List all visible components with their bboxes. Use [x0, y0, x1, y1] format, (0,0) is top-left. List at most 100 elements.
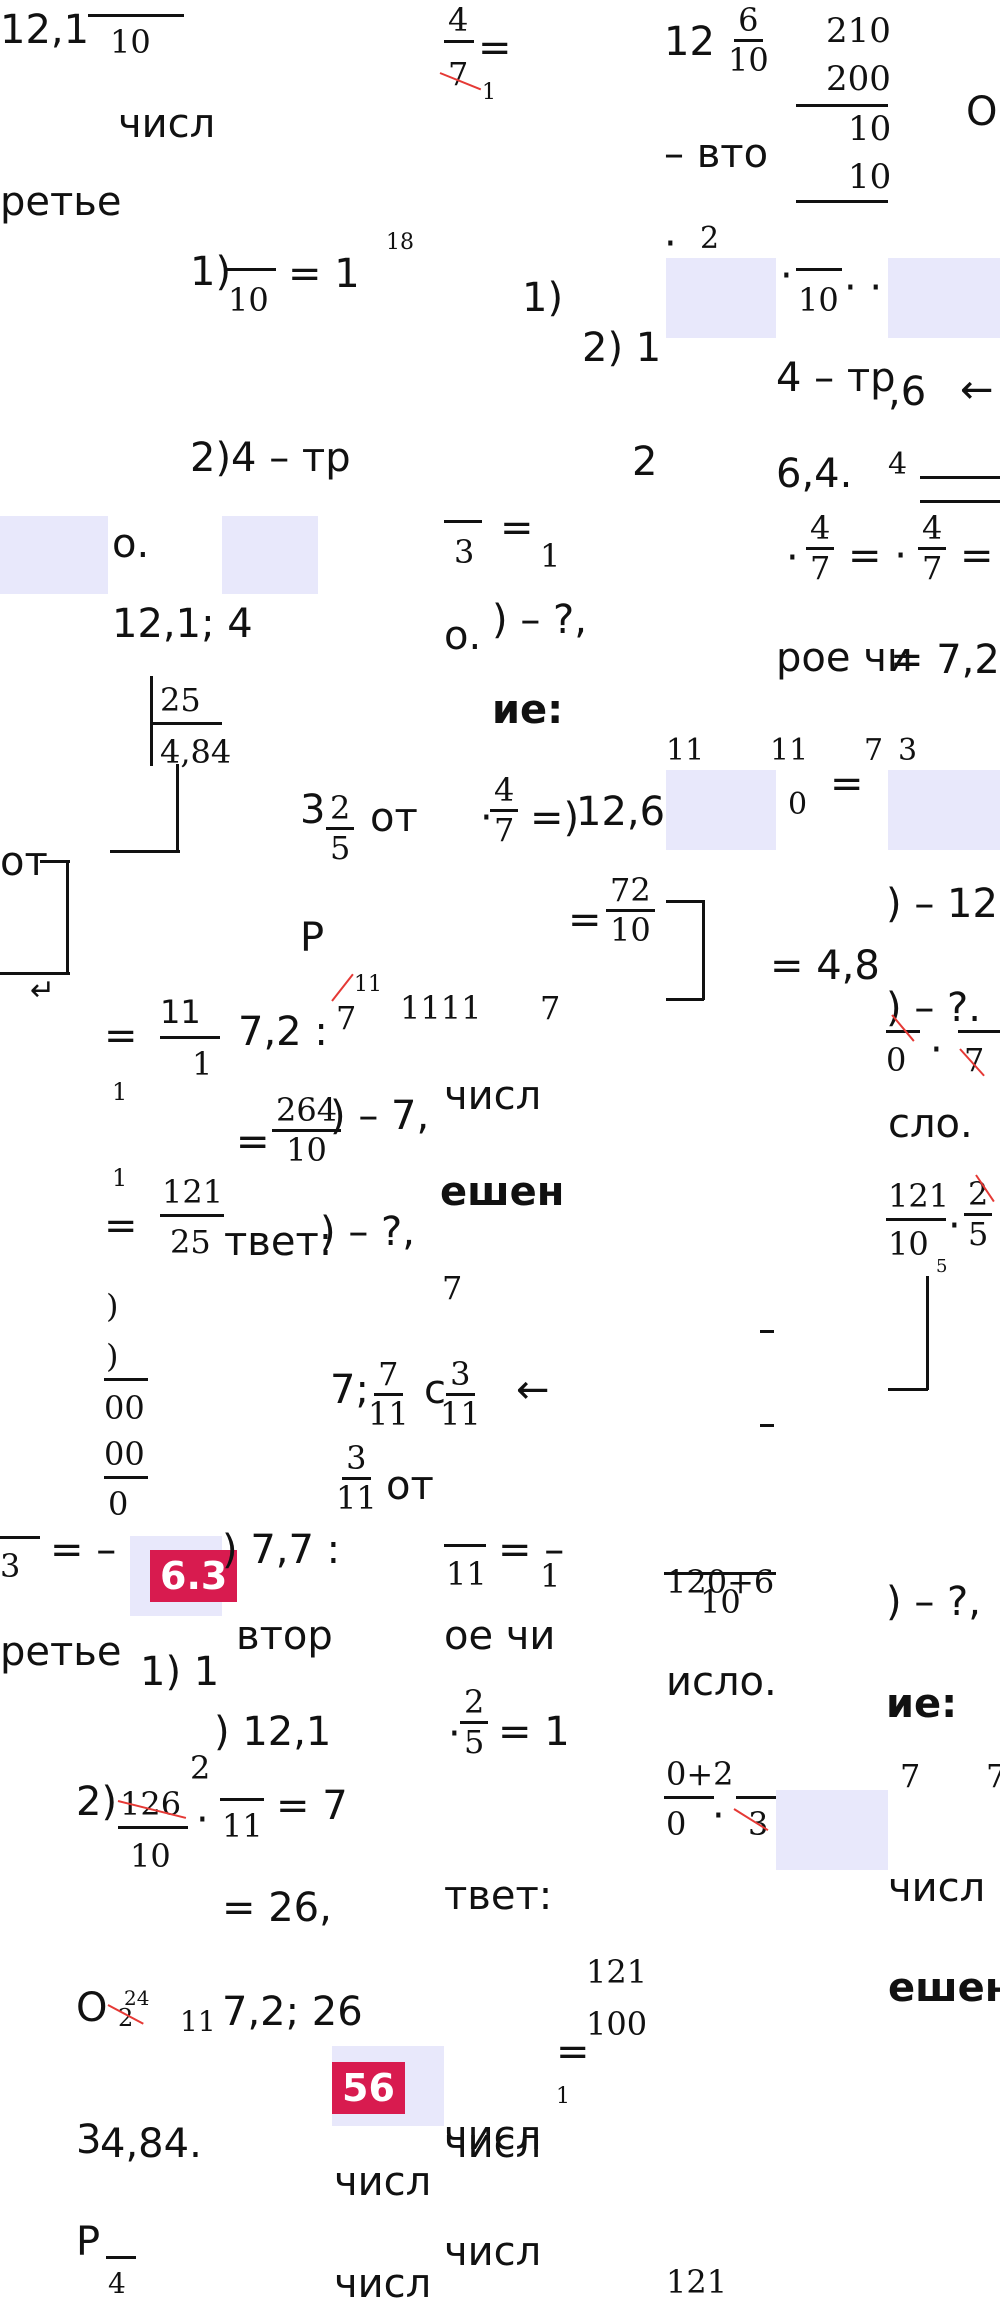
left-arrow-icon: ←	[516, 1367, 550, 1413]
text-fragment: ·	[948, 1203, 961, 1249]
text-fragment: 10	[228, 281, 269, 319]
text-fragment: = 4,8	[770, 943, 880, 989]
text-fragment: 12	[664, 19, 715, 65]
text-fragment: 25	[170, 1223, 211, 1261]
text-fragment: 2	[632, 439, 658, 485]
text-fragment: 11	[446, 1555, 487, 1593]
text-fragment: 7	[900, 1757, 921, 1795]
bracket-line	[888, 1388, 928, 1391]
text-fragment: Р	[300, 915, 325, 961]
text-fragment: числ	[444, 1073, 542, 1119]
text-fragment: 4	[108, 2267, 126, 2300]
fraction-bar	[104, 1378, 148, 1381]
text-fragment: 2)4 – тр	[190, 435, 351, 481]
highlight-block	[222, 516, 318, 594]
text-fragment: 120+6	[666, 1563, 775, 1601]
fraction-bar	[0, 1536, 40, 1539]
text-fragment: 7,2 :	[238, 1009, 328, 1055]
text-fragment: )	[106, 1337, 119, 1375]
text-fragment: =	[556, 2029, 590, 2075]
text-fragment: ,6	[888, 369, 927, 415]
bracket-line	[760, 1424, 774, 1427]
bracket-line	[926, 1276, 929, 1390]
text-fragment: 4 – тр	[776, 355, 896, 401]
text-fragment: ое чи	[444, 1613, 556, 1659]
fraction-bar	[664, 1572, 776, 1575]
division-line	[796, 200, 888, 203]
text-fragment: 3	[454, 533, 475, 571]
text-fragment: 1	[540, 537, 561, 575]
fraction-bar	[664, 1796, 714, 1799]
text-fragment: от	[386, 1463, 434, 1509]
fraction-bar	[444, 1544, 486, 1547]
text-fragment: 18	[386, 230, 414, 255]
fraction-bar	[106, 2256, 136, 2259]
text-fragment: твет:	[444, 1873, 553, 1919]
text-fragment: ешен	[440, 1169, 565, 1215]
text-fragment: ·	[480, 795, 493, 841]
text-fragment: 0	[788, 787, 808, 822]
text-fragment: твет:	[224, 1219, 333, 1265]
text-fragment: = ·	[848, 533, 907, 579]
text-fragment: ·	[712, 1793, 725, 1839]
text-fragment: 7	[986, 1757, 1000, 1795]
text-fragment: 10	[130, 1837, 171, 1875]
text-fragment: 00	[104, 1435, 145, 1473]
text-fragment: 11	[160, 993, 201, 1031]
fraction-bar	[886, 1218, 946, 1221]
bracket-line	[0, 972, 70, 975]
fraction-bar	[88, 14, 184, 17]
text-fragment: сло.	[888, 1101, 973, 1147]
text-fragment: ие:	[492, 687, 564, 733]
text-fragment: втор	[236, 1613, 333, 1659]
text-fragment: 12,6	[576, 789, 666, 835]
text-fragment: =)	[530, 795, 580, 841]
text-fragment: от	[370, 795, 418, 841]
left-arrow-icon: ↵	[30, 973, 56, 1008]
text-fragment: 1	[482, 80, 496, 105]
text-fragment: 1	[112, 1078, 128, 1106]
highlight-block	[666, 770, 776, 850]
fraction-bar	[226, 268, 276, 271]
text-fragment: 12,1; 4	[112, 601, 253, 647]
text-fragment: =	[104, 1203, 138, 1249]
text-fragment: 210	[826, 11, 891, 51]
text-fragment: ) 7,7 :	[222, 1527, 341, 1573]
text-fragment: ие:	[886, 1681, 958, 1727]
highlight-block	[0, 516, 108, 594]
text-fragment: 10	[110, 23, 151, 61]
fraction-bar	[796, 268, 842, 271]
text-fragment: 0	[886, 1041, 907, 1079]
text-fragment: ·	[196, 1797, 209, 1843]
text-fragment: 7	[442, 1269, 463, 1307]
highlight-block	[888, 770, 1000, 850]
text-fragment: 1	[540, 1557, 561, 1595]
text-fragment: числ	[444, 2113, 542, 2159]
bracket-line	[110, 850, 180, 853]
fraction-bar	[160, 1214, 224, 1217]
text-fragment: 6,4.	[776, 451, 853, 497]
text-fragment: 4	[448, 1, 469, 39]
text-fragment: 2	[190, 1749, 211, 1787]
text-fragment: числ	[444, 2229, 542, 2275]
text-fragment: 1)	[522, 275, 564, 321]
text-fragment: 2) 1	[582, 325, 662, 371]
text-fragment: 3	[76, 2117, 102, 2163]
text-fragment: 7;	[330, 1367, 369, 1413]
fraction-bar	[220, 1798, 264, 1801]
text-fragment: 12,1	[0, 7, 90, 53]
text-fragment: О	[76, 1985, 108, 2031]
text-fragment: рое чи	[776, 635, 913, 681]
text-fragment: = 1	[288, 251, 360, 297]
text-fragment: ретье	[0, 1629, 122, 1675]
division-line	[796, 104, 888, 107]
bracket-line	[66, 860, 69, 974]
